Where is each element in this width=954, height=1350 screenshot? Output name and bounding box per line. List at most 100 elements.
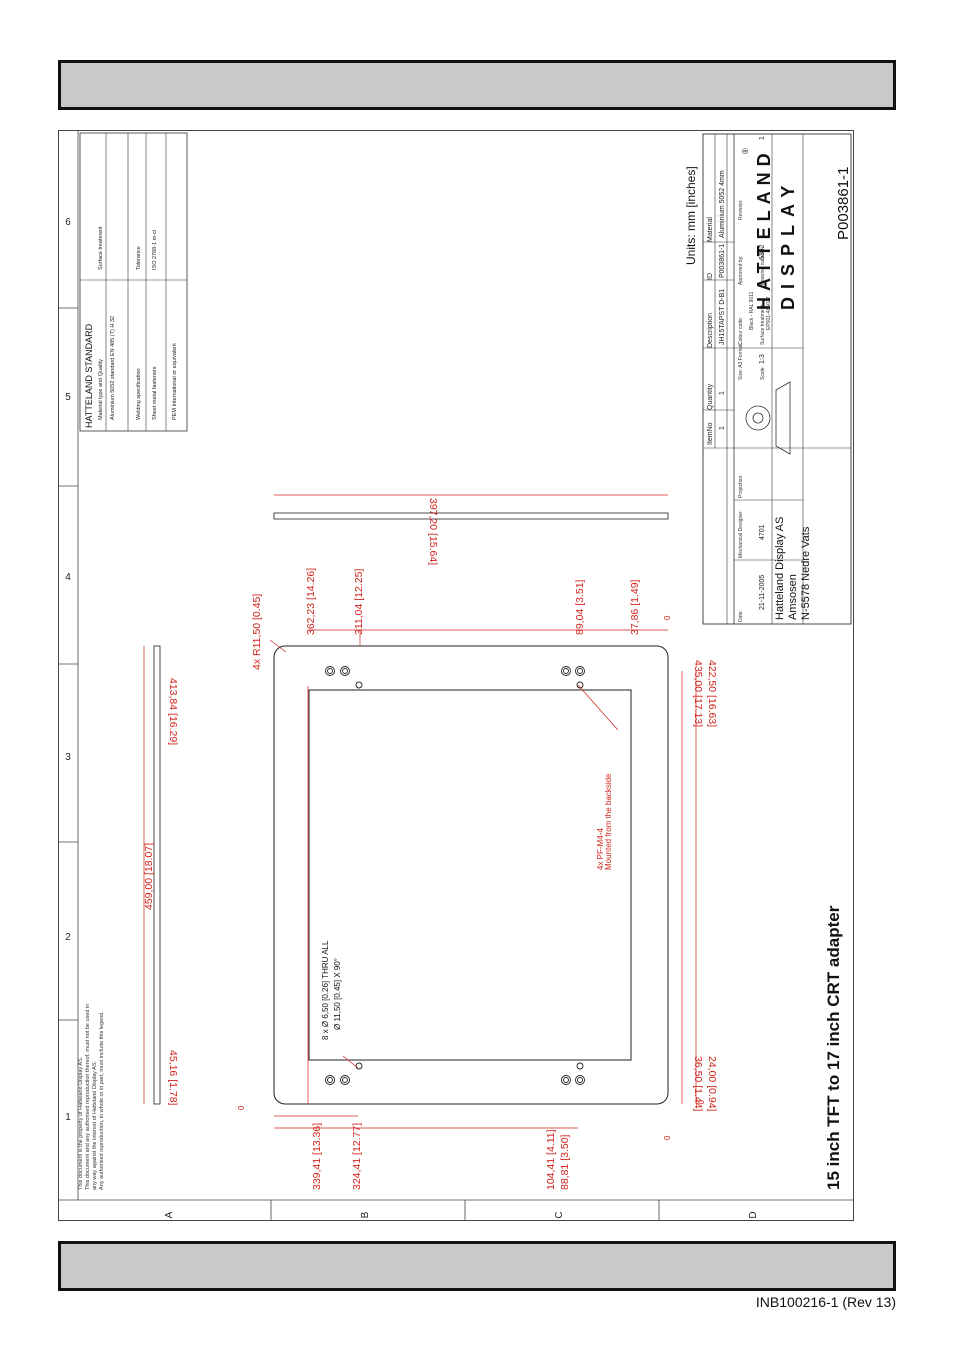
dim-top-1: 362,23 [14.26] — [305, 568, 317, 635]
notice-line-4: Any authorised reproduction, in whole or… — [99, 1011, 105, 1190]
tb-qty-1: 1 — [719, 391, 726, 395]
notice-line-2: This document and any authorised reprodu… — [85, 1004, 91, 1190]
tb-projection-label: Projection: — [738, 474, 744, 498]
tb-designer-label: Mechanical Designer: — [738, 510, 744, 558]
document-reference: INB100216-1 (Rev 13) — [755, 1294, 896, 1310]
pem-3 — [355, 1062, 363, 1070]
tb-approved-label: Approved by: — [738, 256, 744, 285]
technical-drawing: 1 2 3 4 5 6 A B C D 15 inch TFT to 17 in… — [58, 130, 854, 1221]
dim-right-4: 0 — [696, 1100, 705, 1105]
brand-registered: ® — [741, 148, 750, 154]
standard-row-3: Welding specification — [136, 368, 142, 420]
drawing-frame — [58, 130, 854, 1221]
grid-col-4: 4 — [65, 572, 71, 583]
tb-scale: 1:3 — [759, 354, 766, 364]
hole-note-2: Ø 11,50 [0.45] X 90° — [333, 958, 342, 1030]
dim-right-0: 435,00 [17.13] — [692, 660, 704, 727]
dim-left-0: 413,84 [16.29] — [167, 678, 179, 745]
tb-surface-label: Surface treatment: — [760, 304, 766, 345]
grid-col-2: 2 — [65, 932, 71, 943]
units-label: Units: mm [inches] — [684, 166, 698, 265]
footer-band — [58, 1241, 896, 1291]
pem-note-2: Mounted from the backside — [604, 773, 613, 870]
tb-colour-label: Colour code: — [738, 317, 744, 345]
dimension-lines — [143, 494, 697, 1129]
standard-block: HATTELAND STANDARD Material type and Qua… — [79, 132, 188, 432]
hole-2 — [340, 666, 350, 676]
tb-approved: 6332 — [759, 244, 766, 260]
tb-header-material: Material — [707, 217, 714, 242]
dim-bottom-4: 0 — [663, 1135, 672, 1140]
tb-company: Hatteland Display AS — [774, 517, 786, 620]
dim-left-2: 0 — [237, 1105, 246, 1110]
side-view-top — [273, 512, 669, 520]
hole-7 — [561, 1075, 571, 1085]
brand-hatteland: HATTELAND — [754, 147, 774, 310]
tb-desc-1: JH15TAPST D-B1 — [719, 289, 726, 345]
dim-overall-width: 459,00 [18.07] — [143, 843, 155, 910]
tb-revision-label: Revision: — [738, 199, 744, 220]
dim-side-width: 397,20 [15.64] — [427, 498, 439, 565]
tb-item-1: 1 — [719, 426, 726, 430]
dim-left-1: 45,16 [1.78] — [167, 1050, 179, 1106]
pem-2 — [576, 681, 584, 689]
pem-1 — [355, 681, 363, 689]
dim-right-1: 422,50 [16.63] — [706, 660, 718, 727]
dim-bottom-2: 104,41 [4.11] — [545, 1129, 557, 1190]
hole-5 — [325, 1075, 335, 1085]
tb-header-id: ID — [707, 273, 714, 280]
tb-drawing-label: Drawing number: — [760, 247, 766, 285]
notice-line-1: This document is the property of Hattela… — [78, 1056, 84, 1190]
standard-right-3: ISO 2768-1 m-cl — [152, 230, 158, 270]
tb-header-quantity: Quantity — [707, 383, 714, 410]
standard-right-2: Tolerance — [136, 246, 142, 270]
dim-right-2: 36,50 [1.44] — [692, 1056, 704, 1112]
drawing-title: 15 inch TFT to 17 inch CRT adapter — [824, 905, 843, 1190]
plate-outline — [273, 645, 669, 1105]
dim-bottom-0: 339,41 [13.36] — [311, 1123, 323, 1190]
tb-place-2: N-5578 Nedre Vats — [800, 526, 812, 620]
tb-header-description: Description — [707, 313, 714, 348]
dim-top-5: 0 — [663, 615, 672, 620]
grid-row-c: C — [554, 1211, 565, 1218]
dim-top-0: 4x R11,50 [0.45] — [251, 594, 263, 670]
standard-row-5: PEM International or equivalent — [172, 343, 178, 420]
grid-row-b: B — [360, 1211, 371, 1218]
hole-1 — [325, 666, 335, 676]
dim-top-3: 89,04 [3.51] — [574, 579, 586, 635]
tb-date: 21-11-2005 — [759, 575, 766, 610]
tb-id-1: P003861-1 — [719, 244, 726, 278]
grid-col-1: 1 — [65, 1112, 71, 1123]
tb-header-itemno: ItemNo — [707, 422, 714, 445]
pem-note-1: 4x PF-M4-4 — [596, 828, 605, 870]
standard-row-4: Sheet metal fasteners — [152, 366, 158, 420]
dim-right-3: 24,00 [0.94] — [706, 1056, 718, 1112]
plate-cutout — [308, 689, 632, 1061]
mount-holes — [325, 666, 585, 1085]
grid-col-6: 6 — [65, 217, 71, 228]
tb-size-label: Size: A3 Format: — [738, 343, 744, 380]
hole-note-1: 8 x Ø 6,50 [0.26] THRU ALL — [321, 940, 330, 1040]
grid-col-3: 3 — [65, 752, 71, 763]
dim-top-2: 311,04 [12.25] — [353, 569, 365, 635]
dim-bottom-3: 88,81 [3.50] — [559, 1134, 571, 1190]
hole-3 — [561, 666, 571, 676]
tb-drawing-number: P003861-1 — [835, 167, 852, 240]
tb-designer: 4701 — [759, 524, 766, 540]
tb-scale-label: Scale: — [760, 366, 766, 380]
tb-surface: EP001-465027 — [766, 296, 772, 330]
standard-right-1: Surface treatment — [98, 226, 104, 270]
tb-place-1: Amsosen — [787, 574, 799, 620]
notice-line-3: any way against the interest of Hattelan… — [92, 1061, 98, 1190]
standard-row-1: Material type and Quality — [98, 359, 104, 420]
brand-display: DISPLAY — [778, 178, 798, 310]
header-band — [58, 60, 896, 110]
pem-4 — [576, 1062, 584, 1070]
standard-heading: HATTELAND STANDARD — [84, 323, 94, 428]
grid-row-d: D — [748, 1211, 759, 1218]
hole-4 — [575, 666, 585, 676]
tb-colour: Black - RAL 9011 — [749, 291, 755, 330]
standard-row-2: Aluminium 5052 standard EN 485 (T) H 32 — [110, 316, 116, 420]
hole-8 — [575, 1075, 585, 1085]
side-view-left — [153, 645, 161, 1105]
